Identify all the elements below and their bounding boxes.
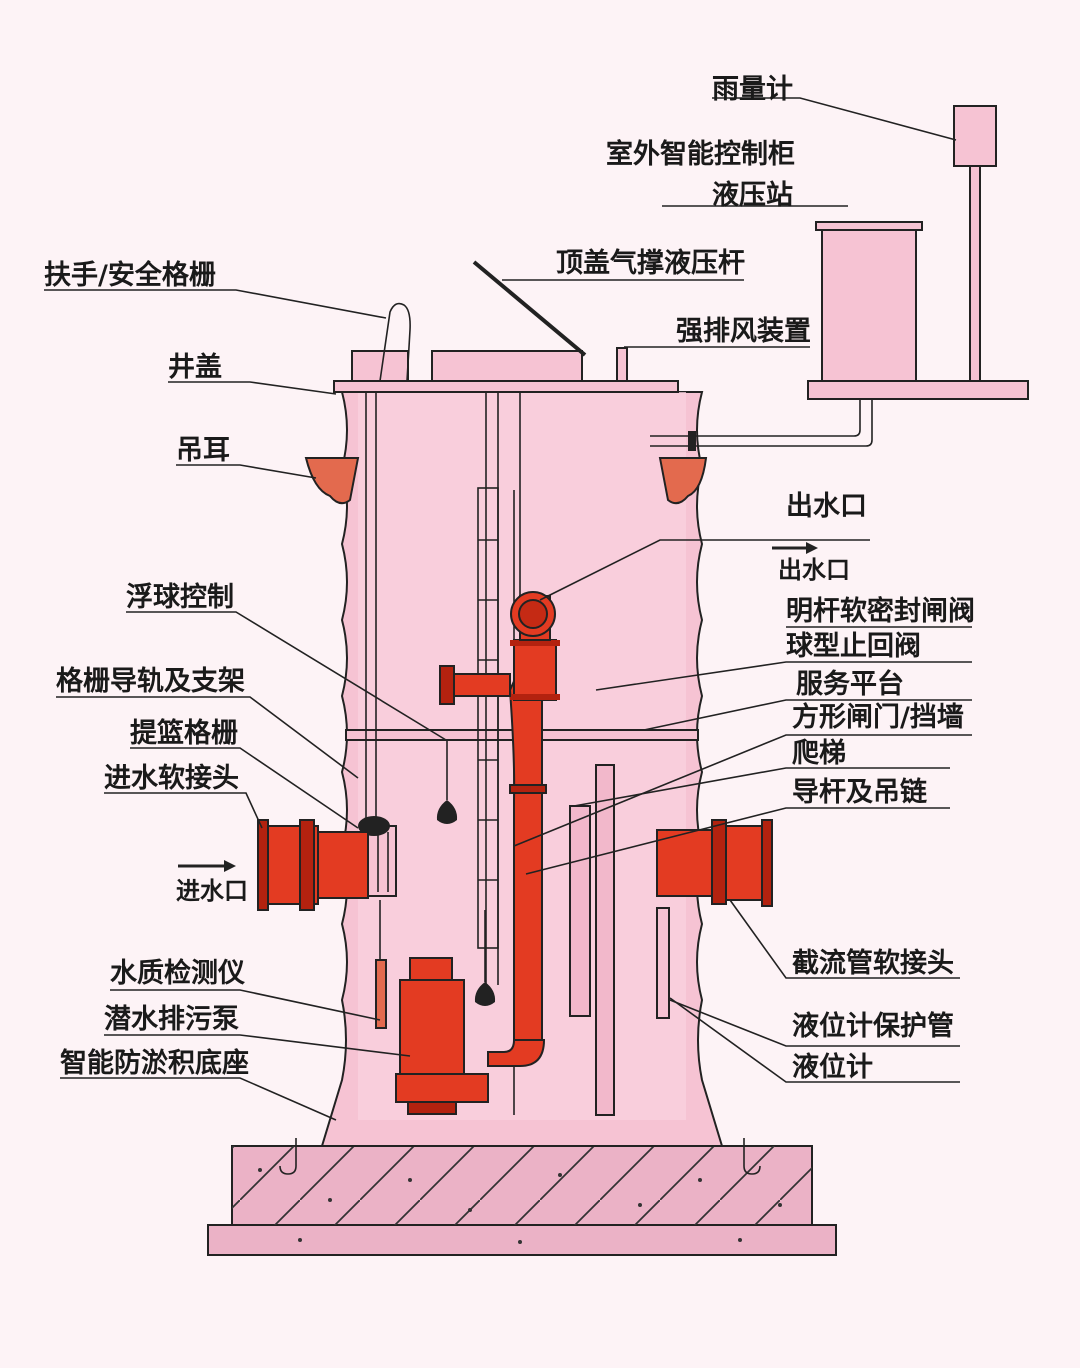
- label-well-cover: 井盖: [168, 352, 222, 383]
- label-inlet: 进水口: [176, 877, 248, 905]
- label-float-control: 浮球控制: [126, 582, 234, 613]
- label-outlet: 出水口: [786, 491, 867, 522]
- label-rain-gauge: 雨量计: [712, 74, 793, 105]
- label-level-gauge: 液位计: [792, 1051, 873, 1083]
- label-inlet-flex-joint: 进水软接头: [104, 763, 239, 794]
- lifting-lug-left: [304, 457, 360, 505]
- label-handrail-grille: 扶手/安全格栅: [44, 259, 216, 291]
- label-guide-rod-chain: 导杆及吊链: [792, 776, 927, 808]
- label-check-valve: 球型止回阀: [786, 631, 921, 662]
- outdoor-equipment: [650, 105, 1029, 451]
- ventilation-pipe: [616, 347, 628, 382]
- well-cover: [333, 350, 679, 393]
- label-ladder: 爬梯: [792, 738, 846, 769]
- label-sewage-pump: 潜水排污泵: [104, 1004, 239, 1035]
- label-basket-grille: 提篮格栅: [130, 717, 238, 749]
- label-control-cabinet: 室外智能控制柜: [606, 138, 795, 170]
- label-lid-gas-strut: 顶盖气撑液压杆: [556, 248, 745, 279]
- concrete-foundation: [207, 1138, 837, 1256]
- label-gate-valve: 明杆软密封闸阀: [786, 595, 975, 627]
- label-outlet-arrow: 出水口: [778, 556, 850, 584]
- pump-and-pipework: [257, 591, 773, 1115]
- handrail: [379, 302, 411, 382]
- float-balls: [436, 740, 496, 1006]
- label-water-quality-meter: 水质检测仪: [110, 957, 245, 989]
- label-hydraulic-station: 液压站: [712, 180, 793, 211]
- label-service-platform: 服务平台: [796, 668, 904, 700]
- label-anti-silt-base: 智能防淤积底座: [60, 1047, 249, 1079]
- label-grille-rail: 格栅导轨及支架: [56, 665, 245, 697]
- label-intercept-flex-joint: 截流管软接头: [792, 948, 954, 979]
- label-level-gauge-pipe: 液位计保护管: [792, 1010, 954, 1042]
- gas-strut: [472, 260, 587, 357]
- flow-arrows: [178, 542, 818, 872]
- label-square-gate: 方形闸门/挡墙: [792, 701, 964, 733]
- label-lifting-lug: 吊耳: [176, 435, 230, 466]
- label-forced-ventilation: 强排风装置: [676, 316, 811, 347]
- text-labels: 雨量计 室外智能控制柜 液压站 顶盖气撑液压杆 扶手/安全格栅 强排风装置 井盖…: [44, 74, 975, 1083]
- leader-lines: [44, 97, 972, 1121]
- lifting-lug-right: [658, 457, 708, 505]
